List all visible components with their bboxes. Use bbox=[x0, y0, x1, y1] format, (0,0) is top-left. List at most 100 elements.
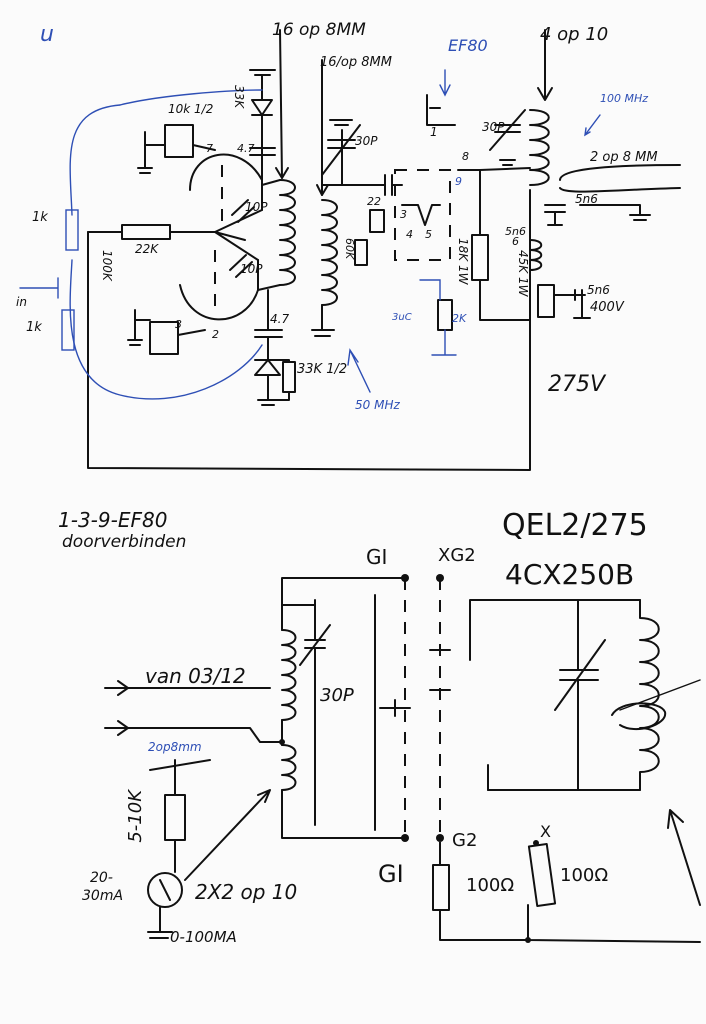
resistor-5-10k bbox=[164, 794, 186, 841]
label-c-5n6-a: 5n6 bbox=[575, 192, 598, 206]
resistor-10k-lower bbox=[149, 321, 179, 355]
diode-lower bbox=[254, 359, 281, 406]
resistor-100-x bbox=[527, 843, 557, 907]
capacitor-10p-a bbox=[231, 199, 255, 223]
label-50mhz: 50 MHz bbox=[355, 398, 400, 412]
label-corner: u bbox=[40, 22, 54, 47]
label-c-5n6-b: 5n6 bbox=[505, 225, 526, 238]
label-pin-6: 6 bbox=[512, 235, 519, 248]
label-gi-top: GI bbox=[366, 545, 388, 569]
label-coil-2op8: 2 op 8 MM bbox=[590, 150, 658, 165]
note-line-2: doorverbinden bbox=[62, 532, 187, 552]
label-r-18k: 18K 1W bbox=[456, 238, 470, 285]
resistor-100-g2 bbox=[432, 864, 450, 911]
output-link bbox=[559, 164, 681, 193]
label-r-100k: 100K bbox=[100, 250, 114, 281]
grid-tank-coil bbox=[281, 629, 297, 721]
current-meter bbox=[147, 872, 183, 908]
triode-upper bbox=[189, 153, 263, 211]
trimmer-30p-plate bbox=[489, 109, 526, 151]
label-coil-4op10: 4 op 10 bbox=[540, 24, 609, 45]
resistor-22 bbox=[369, 209, 385, 233]
tube-ef80 bbox=[394, 169, 451, 261]
cathode-dashes bbox=[214, 165, 223, 310]
tube-title-1: QEL2/275 bbox=[502, 508, 648, 543]
coupling-cap bbox=[341, 174, 403, 196]
resistor-10k bbox=[164, 124, 194, 158]
label-c-30p-b: 30P bbox=[482, 120, 505, 134]
resistor-33k-lower bbox=[282, 361, 296, 393]
label-in: in bbox=[16, 295, 27, 309]
resistor-18k bbox=[471, 234, 489, 281]
coil-4op10 bbox=[529, 109, 550, 186]
label-meter-range: 0-100MA bbox=[170, 928, 237, 946]
label-r-2k: 2K bbox=[452, 312, 467, 325]
label-pin-7: 7 bbox=[206, 142, 213, 155]
label-r-100-b: 100Ω bbox=[560, 865, 609, 886]
label-c-10p-a: 10P bbox=[245, 200, 268, 214]
top-ground-rail bbox=[87, 231, 531, 471]
label-c-47a: 4.7 bbox=[237, 142, 255, 155]
resistor-1k-top bbox=[65, 209, 79, 251]
label-coil-16op-b: 16/op 8MM bbox=[320, 55, 392, 70]
label-r-100-a: 100Ω bbox=[466, 875, 515, 896]
resistor-22k bbox=[121, 224, 171, 240]
tube-title-2: 4CX250B bbox=[505, 558, 635, 591]
trimmer-30p-grid bbox=[299, 599, 331, 826]
label-current-1: 20- bbox=[90, 870, 113, 886]
label-pin-9: 9 bbox=[455, 175, 462, 188]
trimmer-30p bbox=[321, 124, 361, 186]
label-c-30p-a: 30P bbox=[355, 134, 378, 148]
label-r-45k: 45K 1W bbox=[516, 250, 530, 297]
plate-variable-cap bbox=[554, 599, 606, 791]
label-gi-bottom: GI bbox=[378, 860, 404, 888]
anode-line bbox=[469, 599, 641, 791]
label-wind-2op8: 2op8mm bbox=[148, 740, 202, 754]
label-pin-1: 1 bbox=[430, 125, 438, 139]
label-r-1k-top: 1k bbox=[32, 210, 48, 225]
label-c-30p-grid: 30P bbox=[320, 685, 354, 706]
choke bbox=[529, 239, 543, 271]
label-r-22k: 22K bbox=[135, 242, 159, 256]
label-coil-16op: 16 op 8MM bbox=[272, 20, 366, 40]
diode-upper bbox=[251, 74, 273, 181]
label-pin-5: 5 bbox=[425, 228, 432, 241]
label-r-10k: 10k 1/2 bbox=[168, 102, 214, 116]
label-pin-3: 3 bbox=[400, 208, 407, 221]
label-current-2: 30mA bbox=[82, 888, 124, 904]
label-r-33k-top: 33K bbox=[232, 85, 246, 109]
label-r-5-10k: 5-10K bbox=[125, 790, 146, 843]
label-pin-3b: 3 bbox=[175, 318, 182, 331]
label-x: X bbox=[540, 822, 551, 841]
note-line-1: 1-3-9-EF80 bbox=[58, 508, 168, 532]
label-pin-2: 2 bbox=[212, 328, 219, 341]
feedback-loop bbox=[69, 104, 263, 400]
label-xg2-top: XG2 bbox=[438, 545, 476, 566]
label-c-10p-b: 10P bbox=[240, 262, 263, 276]
label-pin-4: 4 bbox=[406, 228, 413, 241]
label-c-5n6-c: 5n6 bbox=[587, 283, 610, 297]
label-van: van 03/12 bbox=[145, 664, 246, 688]
label-r-60k: 60K bbox=[343, 238, 356, 260]
label-small-3uc: 3uC bbox=[392, 312, 412, 323]
label-c-400v: 400V bbox=[590, 300, 624, 315]
label-r-1k-bottom: 1k bbox=[26, 320, 42, 335]
grid-tank-coil-lower bbox=[281, 744, 297, 791]
plate-coil bbox=[639, 599, 660, 791]
label-275v: 275V bbox=[548, 372, 606, 397]
label-ef80: EF80 bbox=[448, 36, 488, 55]
resistor-45k bbox=[537, 284, 555, 318]
coil-16op-b bbox=[321, 199, 338, 306]
label-g2-bottom: G2 bbox=[452, 830, 478, 851]
capacitor-10p-b bbox=[229, 254, 253, 278]
resistor-60k bbox=[354, 239, 368, 266]
label-coil-2x2op10: 2X2 op 10 bbox=[195, 880, 298, 904]
label-pin-8: 8 bbox=[462, 150, 469, 163]
label-100mhz: 100 MHz bbox=[600, 92, 649, 105]
triode-lower bbox=[179, 259, 259, 321]
label-r-33k-bottom: 33K 1/2 bbox=[297, 362, 348, 377]
resistor-1k-bottom bbox=[61, 309, 75, 351]
resistor-2k bbox=[437, 299, 453, 331]
